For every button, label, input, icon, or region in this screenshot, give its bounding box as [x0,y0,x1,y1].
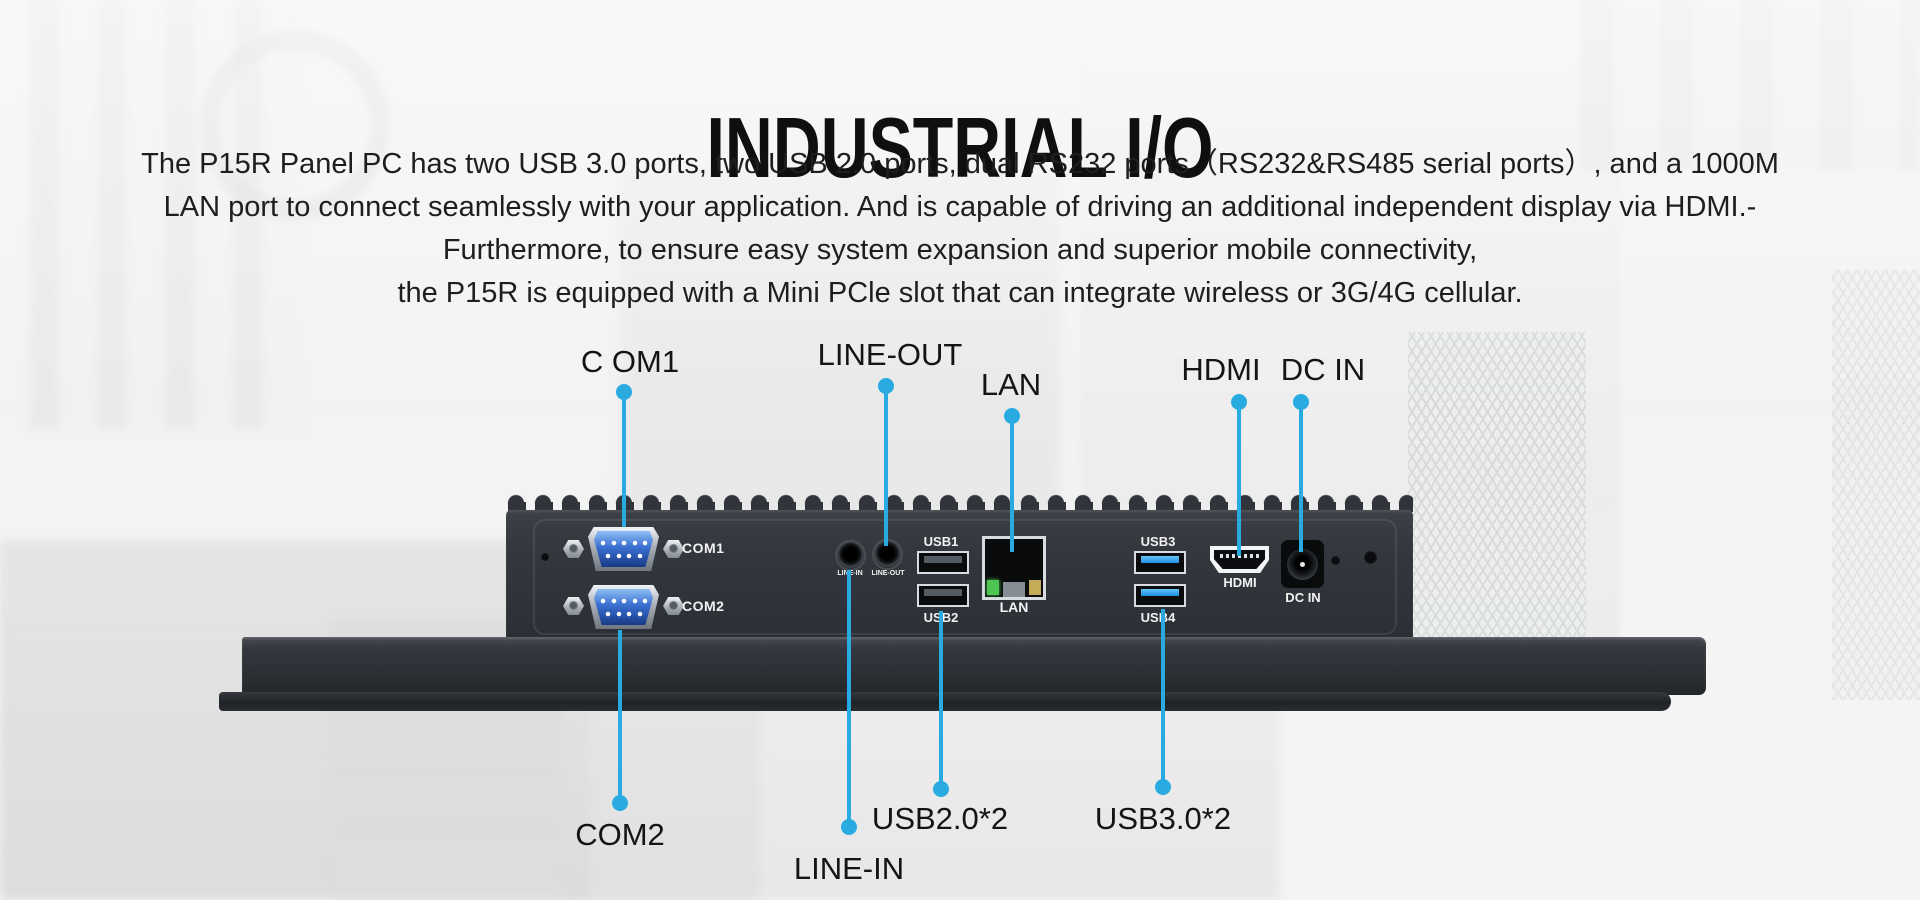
screw-hole [1331,556,1340,565]
line-out-jack-label: LINE-OUT [871,570,905,577]
hdmi-port-label: HDMI [1223,575,1257,590]
callout-dot-com1 [616,384,632,400]
front-bezel-lip [219,692,1671,711]
callout-line-line-out [884,392,888,546]
background-floor [560,700,1280,900]
callout-dot-dc-in [1293,394,1309,410]
description-paragraph: The P15R Panel PC has two USB 3.0 ports,… [0,143,1920,315]
usb4-port [1134,584,1186,607]
screw-hole [541,553,549,561]
usb1-port [917,551,969,574]
line-in-jack [837,542,864,569]
callout-dot-com2 [612,795,628,811]
lan-port [982,536,1046,600]
usb3-port-label: USB3 [1140,534,1176,549]
callout-dot-lan [1004,408,1020,424]
callout-label-lan: LAN [980,367,1042,402]
com2-port-label: COM2 [682,598,725,614]
cooling-fins [506,494,1413,512]
com1-port-label: COM1 [682,540,725,556]
chassis [506,510,1413,638]
hex-screw-icon [563,597,584,615]
callout-label-hdmi: HDMI [1181,352,1261,387]
screw-hole [1364,551,1377,564]
lan-port-label: LAN [999,599,1029,615]
callout-line-dc-in [1299,408,1303,552]
background-vent-pattern-right [1832,270,1920,700]
callout-line-lan [1010,422,1014,552]
callout-dot-line-out [878,378,894,394]
io-faceplate [533,519,1397,635]
com1-port [588,527,659,571]
callout-line-com2 [618,630,622,797]
usb4-port-label: USB4 [1140,610,1176,625]
callout-label-line-in: LINE-IN [793,851,905,886]
callout-label-usb30: USB3.0*2 [1094,801,1232,836]
callout-dot-usb4 [1155,779,1171,795]
callout-dot-hdmi [1231,394,1247,410]
callout-label-line-out: LINE-OUT [817,337,963,372]
hex-screw-icon [663,540,684,558]
front-bezel [242,637,1706,695]
usb1-port-label: USB1 [923,534,959,549]
description-line: LAN port to connect seamlessly with your… [163,191,1757,223]
callout-label-com1: C OM1 [580,344,680,379]
background-machinery-left [0,540,590,900]
com2-port [588,585,659,629]
callout-dot-line-in [841,819,857,835]
usb3-port [1134,551,1186,574]
usb2-port [917,584,969,607]
description-line: the P15R is equipped with a Mini PCle sl… [397,277,1523,309]
page-title: INDUSTRIAL I/O [706,100,1214,196]
db9-pins-icon [594,589,653,625]
rj45-tab [1003,582,1025,597]
description-line: The P15R Panel PC has two USB 3.0 ports,… [141,148,1779,180]
callout-line-hdmi [1237,408,1241,556]
callout-line-line-in [847,570,851,821]
callout-label-dc-in: DC IN [1280,352,1366,387]
callout-line-usb4 [1161,609,1165,781]
hex-screw-icon [663,597,684,615]
dc-in-jack-label: DC IN [1285,590,1321,605]
lan-led-green [987,580,999,595]
callout-dot-usb2 [933,781,949,797]
lan-led-amber [1029,580,1041,595]
db9-pins-icon [594,531,653,567]
callout-line-com1 [622,398,626,527]
hdmi-inner [1214,550,1265,569]
callout-label-com2: COM2 [575,817,665,852]
description-line: Furthermore, to ensure easy system expan… [442,234,1478,266]
callout-line-usb2 [939,611,943,783]
hex-screw-icon [563,540,584,558]
callout-label-usb20: USB2.0*2 [871,801,1009,836]
